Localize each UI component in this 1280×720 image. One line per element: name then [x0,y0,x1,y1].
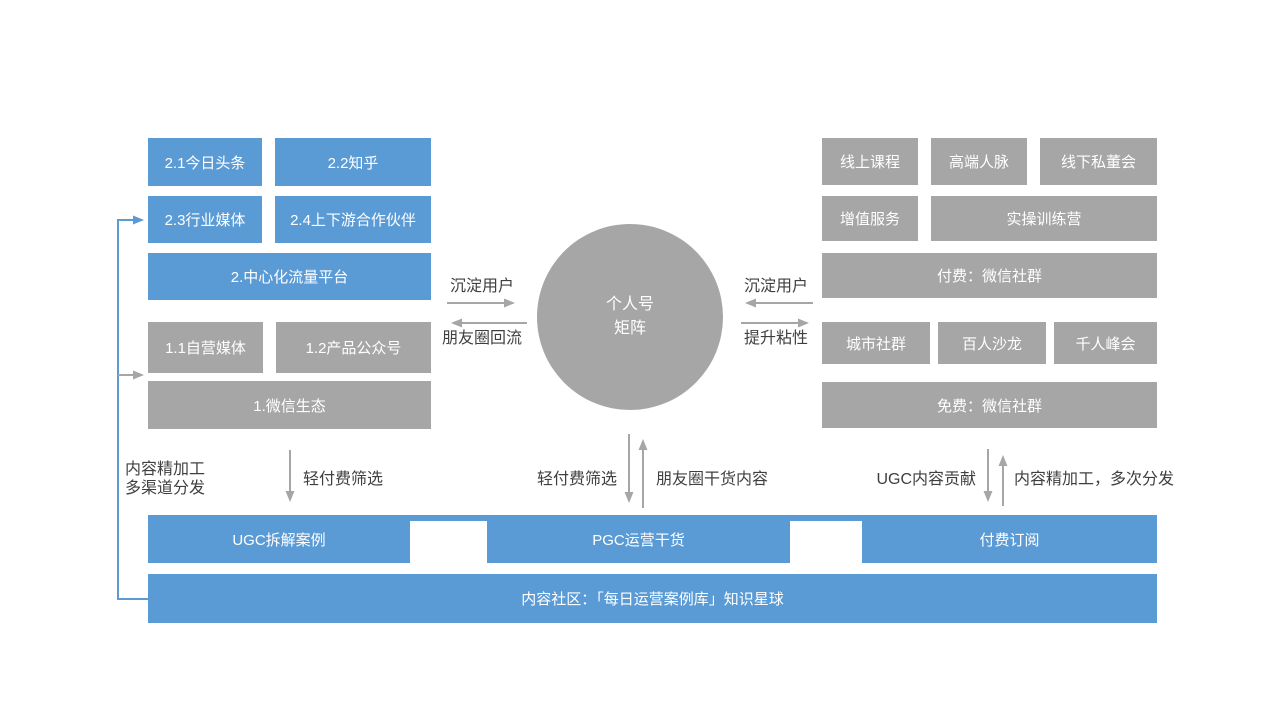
row-gap [790,521,862,563]
circle-personal-account-matrix: 个人号 矩阵 [537,224,723,410]
box-pgc-content: PGC运营干货 [592,531,685,549]
box-thousand-summit: 千人峰会 [1054,322,1157,364]
connector-redistribution-line [117,215,152,600]
box-value-added-service: 增值服务 [822,196,918,241]
box-toutiao: 2.1今日头条 [148,138,262,186]
label-settle-users-left: 沉淀用户 [449,278,514,295]
box-hundred-salon: 百人沙龙 [938,322,1046,364]
bottom-boxes-row: UGC拆解案例 PGC运营干货 付费订阅 [148,515,1157,563]
box-zhihu: 2.2知乎 [275,138,431,186]
bar-content-community: 内容社区：「每日运营案例库」知识星球 [148,574,1157,623]
label-moments-return: 朋友圈回流 [441,330,522,347]
label-moments-content: 朋友圈干货内容 [656,471,769,488]
box-paid-community-footer: 付费：微信社群 [822,253,1157,298]
label-paid-filter-left: 轻付费筛选 [303,471,384,488]
label-ugc-contribution: UGC内容贡献 [876,471,976,488]
box-paid-subscription: 付费订阅 [979,531,1040,549]
box-ugc-cases: UGC拆解案例 [232,531,326,549]
box-free-community-footer: 免费：微信社群 [822,382,1157,428]
box-wechat-eco-footer: 1.微信生态 [148,381,431,429]
label-reprocess-line2: 多渠道分发 [125,480,206,497]
label-reprocess-redistribute: 内容精加工，多次分发 [1014,471,1175,488]
box-upstream-partners: 2.4上下游合作伙伴 [275,196,431,243]
label-settle-users-right: 沉淀用户 [743,278,808,295]
label-boost-stickiness: 提升粘性 [743,330,808,347]
circle-label-line1: 个人号 [605,296,654,313]
box-premium-network: 高端人脉 [931,138,1027,185]
box-product-account: 1.2产品公众号 [276,322,431,373]
box-training-camp: 实操训练营 [931,196,1157,241]
box-offline-private-board: 线下私董会 [1040,138,1157,185]
box-industry-media: 2.3行业媒体 [148,196,262,243]
label-reprocess-multichannel: 内容精加工 多渠道分发 [125,460,205,498]
box-centralized-platform-footer: 2.中心化流量平台 [148,253,431,300]
box-own-media: 1.1自营媒体 [148,322,263,373]
label-paid-filter-center: 轻付费筛选 [536,471,617,488]
box-city-group: 城市社群 [822,322,930,364]
circle-label-line2: 矩阵 [613,320,646,337]
label-reprocess-line1: 内容精加工 [125,461,206,478]
box-online-course: 线上课程 [822,138,918,185]
row-gap [410,521,487,563]
